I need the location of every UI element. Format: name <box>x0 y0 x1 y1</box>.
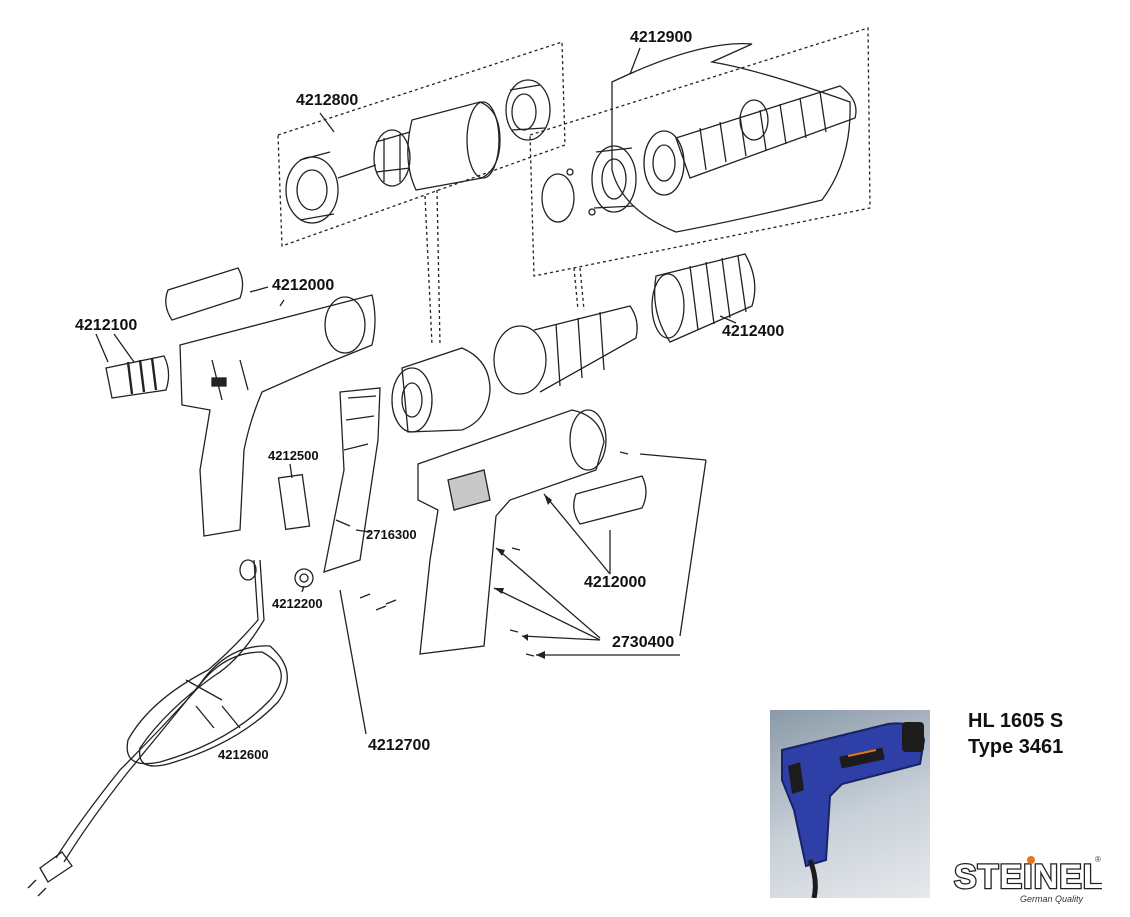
heat-gun-photo-graphic <box>781 722 926 898</box>
heater-group-outline <box>529 27 871 277</box>
registered-mark: ® <box>1095 855 1101 864</box>
control-knob <box>294 568 314 588</box>
heater-group-leader <box>573 267 585 311</box>
part-number-4212000-top: 4212000 <box>272 277 334 294</box>
part-number-4212000-side: 4212000 <box>584 574 646 591</box>
small-screws <box>359 451 629 657</box>
product-photo <box>770 710 930 898</box>
part-number-4212700: 4212700 <box>368 737 430 754</box>
heater-cover-disc <box>541 168 596 223</box>
steinel-logo: STEINEL <box>953 856 1102 897</box>
leader-arrowheads <box>494 494 552 659</box>
part-number-2716300: 2716300 <box>366 527 417 542</box>
power-cord <box>27 559 288 897</box>
product-title: HL 1605 S Type 3461 <box>968 708 1063 760</box>
motor-group-outline <box>277 41 566 247</box>
model-name: HL 1605 S <box>968 710 1064 732</box>
rear-grille <box>105 355 170 399</box>
part-number-4212500: 4212500 <box>268 448 319 463</box>
brand-wordmark: STEINEL <box>954 858 1102 896</box>
left-housing-half <box>179 294 376 537</box>
assembled-motor <box>391 347 491 433</box>
nozzle-grille <box>651 253 756 343</box>
leader-lines <box>95 47 737 735</box>
motor-body <box>407 101 501 191</box>
part-number-2730400: 2730400 <box>612 634 674 651</box>
brand-tagline: German Quality <box>1020 894 1084 904</box>
heater-collar <box>591 145 637 213</box>
part-number-4212100: 4212100 <box>75 317 137 334</box>
brand-dot-icon <box>1027 856 1035 864</box>
motor-fan-cover <box>505 79 551 141</box>
part-number-4212800: 4212800 <box>296 92 358 109</box>
model-type: Type 3461 <box>968 736 1064 758</box>
motor-group-leader <box>424 189 441 346</box>
assembled-heater <box>493 305 638 395</box>
heater-mount-ring <box>643 130 685 196</box>
part-number-4212200: 4212200 <box>272 596 323 611</box>
switch-slider <box>277 473 311 531</box>
part-number-4212900: 4212900 <box>630 29 692 46</box>
part-number-4212600: 4212600 <box>218 747 269 762</box>
heater-mica-coil <box>675 85 857 179</box>
motor-end-ring <box>285 151 339 224</box>
motor-fan-impeller <box>337 129 411 187</box>
circuit-board <box>323 387 381 573</box>
label-plate-side <box>573 475 647 525</box>
label-plate-top <box>165 267 244 321</box>
right-housing-half <box>417 409 607 655</box>
heat-shield-sheet <box>611 43 851 233</box>
part-number-4212400: 4212400 <box>722 323 784 340</box>
